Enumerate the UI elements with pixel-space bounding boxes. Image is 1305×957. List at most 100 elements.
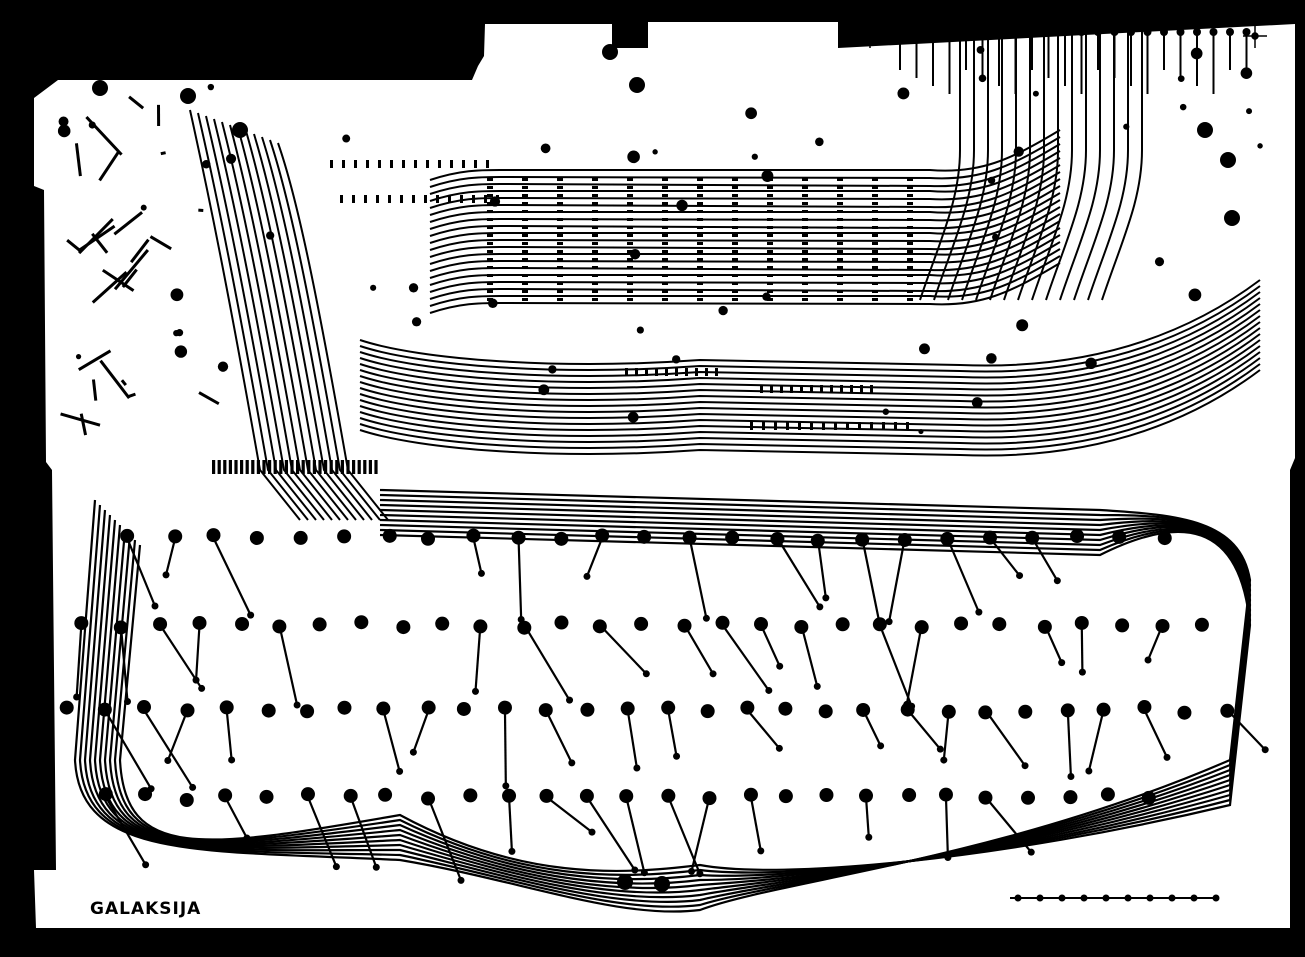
- key-pad: [859, 788, 874, 803]
- key-trace: [625, 796, 646, 874]
- ic-pin: [388, 195, 391, 203]
- via-pad: [775, 744, 783, 752]
- ic-pin: [732, 274, 738, 277]
- ic-pin: [557, 234, 563, 237]
- key-pad: [1137, 700, 1152, 715]
- via-pad: [568, 759, 576, 767]
- ic-pin: [592, 282, 598, 285]
- via-pad: [702, 614, 710, 622]
- ic-pin: [557, 290, 563, 293]
- ic-pin: [557, 194, 563, 197]
- via-pad: [816, 603, 824, 611]
- key-pad: [272, 619, 287, 634]
- key-trace: [278, 624, 299, 706]
- ic-pin: [697, 250, 703, 253]
- component-pad: [636, 326, 644, 334]
- key-pad: [435, 616, 450, 631]
- ic-pin: [697, 274, 703, 277]
- edge-contact: [268, 460, 272, 474]
- ic-pin: [767, 250, 773, 253]
- ic-pin: [662, 282, 668, 285]
- key-pad: [778, 701, 793, 716]
- component-pad: [1016, 319, 1029, 332]
- ic-pin: [767, 266, 773, 269]
- ic-pin: [802, 210, 808, 213]
- ic-pin: [837, 282, 843, 285]
- edge-contact: [279, 460, 283, 474]
- ic-pin: [767, 290, 773, 293]
- via-pad: [813, 682, 821, 690]
- ic-pin: [732, 210, 738, 213]
- bus-trace: [1031, 30, 1073, 301]
- component-pad: [58, 116, 69, 127]
- ic-pin: [850, 385, 853, 393]
- bus-trace: [359, 297, 1261, 385]
- bus-trace: [975, 30, 1017, 301]
- key-trace: [688, 537, 708, 619]
- ic-pin: [662, 250, 668, 253]
- misc-trace: [128, 95, 145, 110]
- bus-trace: [359, 345, 1261, 433]
- key-trace: [225, 709, 233, 761]
- key-pad: [138, 787, 153, 802]
- via-pad: [1067, 773, 1075, 781]
- key-pad: [700, 704, 715, 719]
- ic-pin: [557, 178, 563, 181]
- ic-pin: [802, 242, 808, 245]
- ic-pin: [697, 186, 703, 189]
- ic-pin: [592, 250, 598, 253]
- ic-pin: [487, 226, 493, 229]
- ic-pin: [662, 242, 668, 245]
- ic-pin: [592, 242, 598, 245]
- bus-trace: [205, 115, 317, 521]
- ic-pin: [390, 160, 393, 168]
- component-pad: [1246, 108, 1253, 115]
- key-trace: [503, 709, 507, 786]
- via-pad: [502, 782, 510, 790]
- via-pad: [944, 854, 952, 862]
- ic-pin: [662, 178, 668, 181]
- component-pad: [1257, 143, 1263, 149]
- ic-pin: [767, 218, 773, 221]
- key-pad: [941, 704, 956, 719]
- key-pad: [855, 532, 870, 547]
- ic-pin: [592, 186, 598, 189]
- bus-trace: [189, 109, 301, 521]
- ic-pin: [907, 234, 913, 237]
- component-pad: [57, 124, 71, 138]
- ic-pin: [705, 368, 708, 376]
- ic-pin: [662, 218, 668, 221]
- key-trace: [224, 796, 248, 839]
- ic-pin: [872, 258, 878, 261]
- ic-pin: [557, 274, 563, 277]
- ic-pin: [810, 385, 813, 393]
- bus-trace: [253, 133, 365, 521]
- bus-trace: [1073, 30, 1115, 301]
- key-trace: [746, 709, 781, 750]
- ic-pin: [412, 195, 415, 203]
- ic-pin: [858, 422, 861, 430]
- ic-pin: [837, 258, 843, 261]
- ic-pin: [767, 274, 773, 277]
- via-pad: [151, 602, 159, 610]
- key-trace: [166, 709, 189, 761]
- via-pad: [372, 863, 380, 871]
- component-pad: [411, 317, 422, 327]
- component-pad: [1154, 257, 1165, 267]
- key-pad: [1037, 619, 1052, 634]
- key-pad: [1194, 617, 1209, 632]
- misc-trace: [120, 379, 127, 387]
- via-pad: [640, 869, 648, 877]
- via-pad: [1021, 762, 1029, 770]
- ic-pin: [522, 202, 528, 205]
- key-pad: [259, 789, 274, 804]
- connector-pin: [1094, 28, 1102, 36]
- via-pad: [1144, 656, 1152, 664]
- key-trace: [1226, 709, 1266, 751]
- key-pad: [983, 530, 998, 545]
- ic-pin: [592, 194, 598, 197]
- bus-trace: [429, 143, 1061, 195]
- ic-pin: [697, 194, 703, 197]
- key-pad: [337, 700, 352, 715]
- ic-pin: [340, 195, 343, 203]
